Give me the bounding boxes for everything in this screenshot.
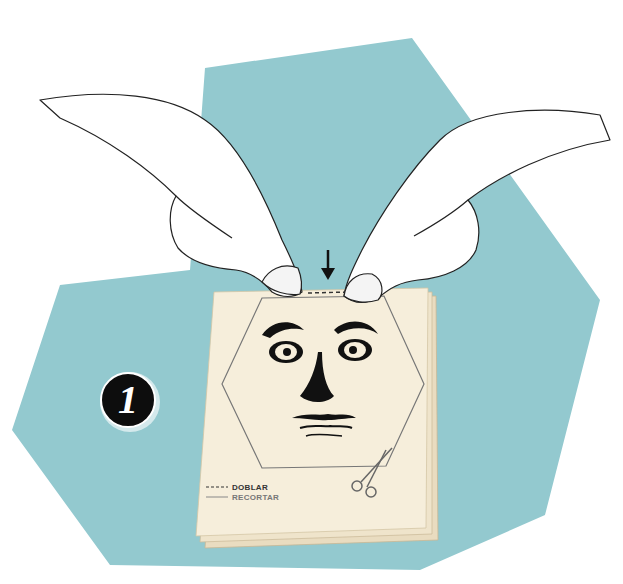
legend-dash-sample <box>206 486 228 487</box>
fold-line <box>308 292 348 293</box>
down-arrow <box>321 250 335 280</box>
legend-text: DOBLAR <box>232 483 268 492</box>
badge-halo <box>100 372 160 432</box>
scissors-icon <box>352 448 392 497</box>
right-hand <box>344 110 610 302</box>
left-hand <box>40 94 302 296</box>
cut-outline <box>222 296 424 468</box>
legend-text: RECORTAR <box>232 493 279 502</box>
paper-stack <box>196 288 438 548</box>
badge-circle <box>101 373 155 427</box>
legend-line-sample <box>206 497 228 498</box>
dali-face <box>262 321 378 436</box>
callout-number: 1 <box>108 380 148 420</box>
